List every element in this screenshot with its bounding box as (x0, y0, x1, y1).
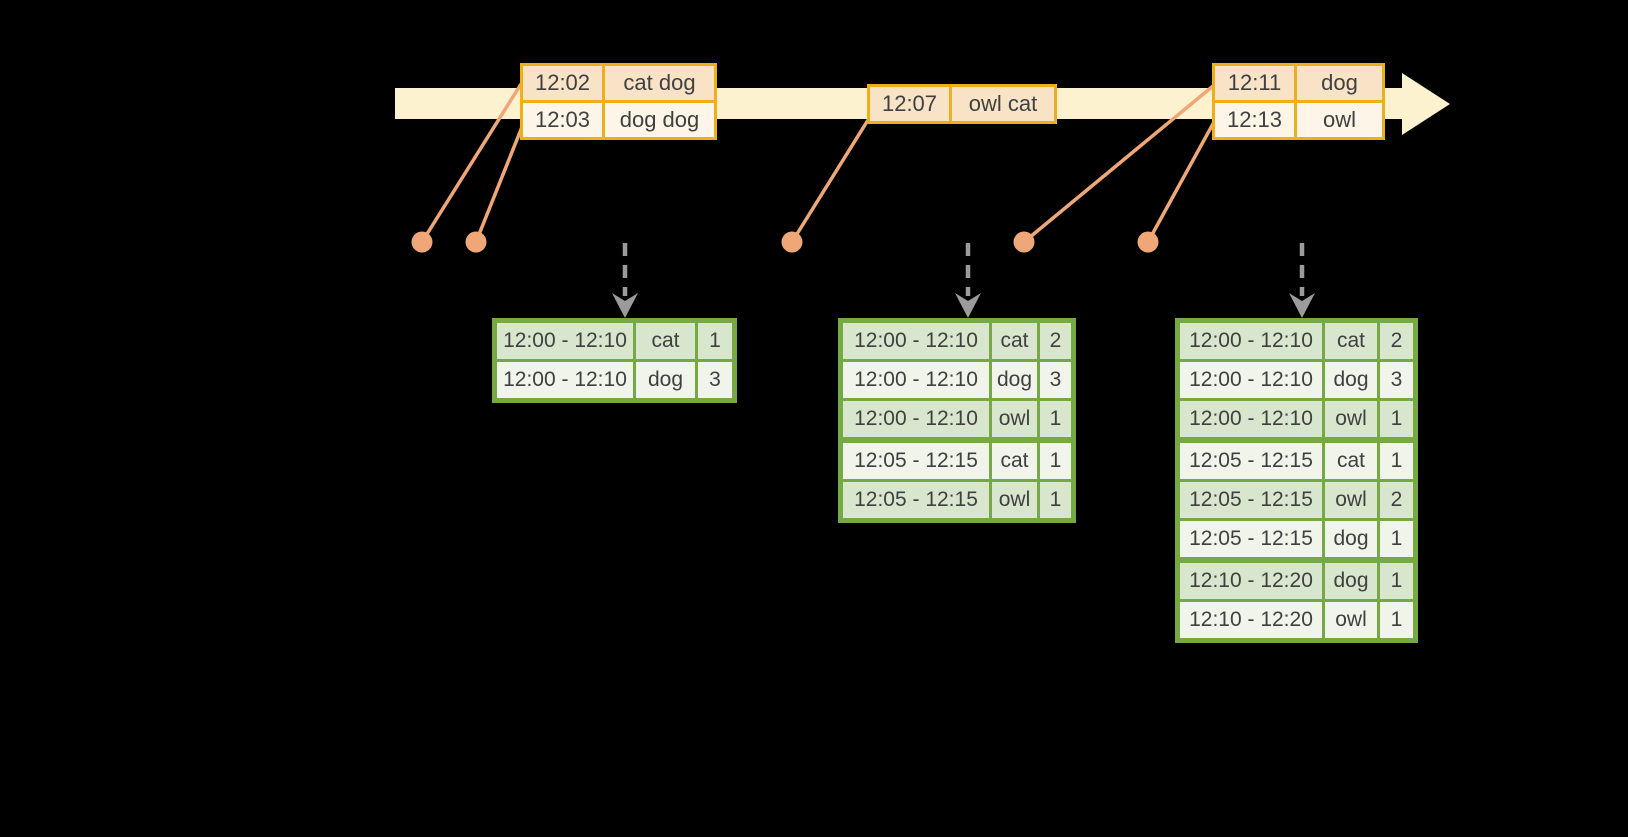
result-count-cell: 3 (695, 359, 736, 402)
result-window-cell: 12:05 - 12:15 (839, 437, 992, 482)
result-count-cell: 1 (1377, 398, 1417, 442)
connector-line (420, 83, 523, 243)
event-words-cell: owl cat (949, 84, 1057, 124)
event-dot (1013, 231, 1035, 253)
result-word-cell: owl (1322, 479, 1380, 521)
event-words-cell: dog dog (602, 100, 717, 140)
result-count-cell: 2 (1377, 479, 1417, 521)
result-count-cell: 2 (1377, 319, 1417, 362)
result-window-cell: 12:10 - 12:20 (1176, 599, 1325, 642)
result-window-cell: 12:00 - 12:10 (839, 319, 992, 362)
result-word-cell: owl (989, 479, 1040, 522)
event-dot (411, 231, 433, 253)
result-word-cell: cat (989, 319, 1040, 362)
result-window-cell: 12:05 - 12:15 (1176, 518, 1325, 562)
connector-line (474, 121, 526, 243)
event-dot (1137, 231, 1159, 253)
event-time-cell: 12:13 (1212, 100, 1297, 140)
result-count-cell: 1 (1377, 599, 1417, 642)
event-dots (411, 231, 1159, 253)
result-count-cell: 1 (1037, 437, 1075, 482)
result-word-cell: owl (1322, 398, 1380, 442)
result-count-cell: 1 (1037, 479, 1075, 522)
event-words-cell: owl (1294, 100, 1385, 140)
event-time-cell: 12:11 (1212, 63, 1297, 103)
event-words-cell: dog (1294, 63, 1385, 103)
event-time-cell: 12:02 (520, 63, 605, 103)
timeline-arrow-icon (1402, 73, 1450, 135)
result-word-cell: cat (633, 319, 698, 362)
result-count-cell: 1 (1377, 437, 1417, 482)
connector-line (1146, 121, 1216, 243)
trigger-arrows (612, 243, 1315, 318)
down-arrowhead-icon (612, 293, 638, 318)
event-time-cell: 12:07 (867, 84, 952, 124)
event-words-cell: cat dog (602, 63, 717, 103)
result-window-cell: 12:10 - 12:20 (1176, 557, 1325, 602)
down-arrowhead-icon (1289, 293, 1315, 318)
result-window-cell: 12:00 - 12:10 (1176, 359, 1325, 401)
result-window-cell: 12:00 - 12:10 (1176, 398, 1325, 442)
result-word-cell: cat (1322, 319, 1380, 362)
connector-line (1022, 84, 1215, 244)
down-arrowhead-icon (955, 293, 981, 318)
result-window-cell: 12:05 - 12:15 (1176, 437, 1325, 482)
result-window-cell: 12:05 - 12:15 (1176, 479, 1325, 521)
result-window-cell: 12:00 - 12:10 (493, 319, 636, 362)
result-count-cell: 1 (1377, 518, 1417, 562)
result-word-cell: dog (1322, 557, 1380, 602)
result-word-cell: dog (1322, 518, 1380, 562)
event-time-cell: 12:03 (520, 100, 605, 140)
result-window-cell: 12:00 - 12:10 (493, 359, 636, 402)
result-count-cell: 3 (1037, 359, 1075, 401)
result-word-cell: cat (989, 437, 1040, 482)
connector-line (790, 119, 870, 243)
result-word-cell: owl (1322, 599, 1380, 642)
event-connector-lines (420, 83, 1216, 244)
result-window-cell: 12:05 - 12:15 (839, 479, 992, 522)
result-count-cell: 1 (1037, 398, 1075, 442)
result-window-cell: 12:00 - 12:10 (839, 398, 992, 442)
result-word-cell: dog (1322, 359, 1380, 401)
result-count-cell: 1 (695, 319, 736, 362)
result-count-cell: 2 (1037, 319, 1075, 362)
result-word-cell: cat (1322, 437, 1380, 482)
result-window-cell: 12:00 - 12:10 (1176, 319, 1325, 362)
result-word-cell: owl (989, 398, 1040, 442)
result-word-cell: dog (633, 359, 698, 402)
result-count-cell: 1 (1377, 557, 1417, 602)
result-window-cell: 12:00 - 12:10 (839, 359, 992, 401)
event-dot (781, 231, 803, 253)
result-count-cell: 3 (1377, 359, 1417, 401)
result-word-cell: dog (989, 359, 1040, 401)
event-dot (465, 231, 487, 253)
